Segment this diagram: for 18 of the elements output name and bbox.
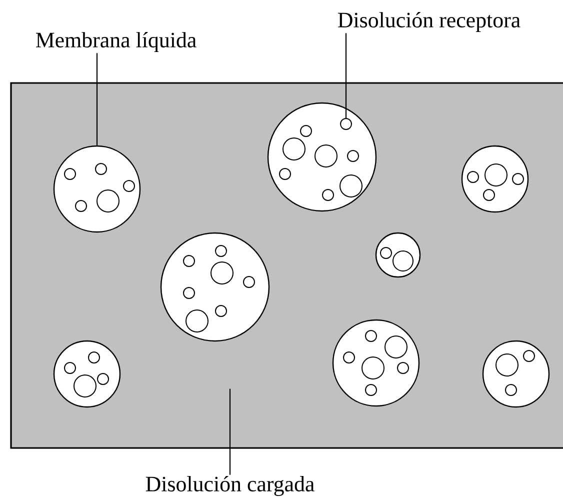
inner-droplet (340, 174, 362, 198)
inner-droplet (96, 190, 120, 212)
leader-line (345, 33, 347, 118)
leader-line (229, 388, 231, 475)
inner-droplet (186, 310, 208, 332)
inner-droplet (392, 250, 414, 272)
inner-droplet (484, 164, 508, 186)
label-text: Disolución receptora (338, 12, 520, 32)
inner-droplet (496, 354, 518, 376)
inner-droplet (314, 144, 338, 168)
leader-line (96, 53, 98, 146)
inner-droplet (74, 374, 96, 398)
inner-droplet (362, 356, 384, 380)
label-text: Membrana líquida (36, 32, 196, 52)
label-text: Disolución cargada (146, 476, 314, 496)
inner-droplet (282, 138, 306, 160)
inner-droplet (210, 262, 234, 284)
inner-droplet (384, 336, 408, 358)
